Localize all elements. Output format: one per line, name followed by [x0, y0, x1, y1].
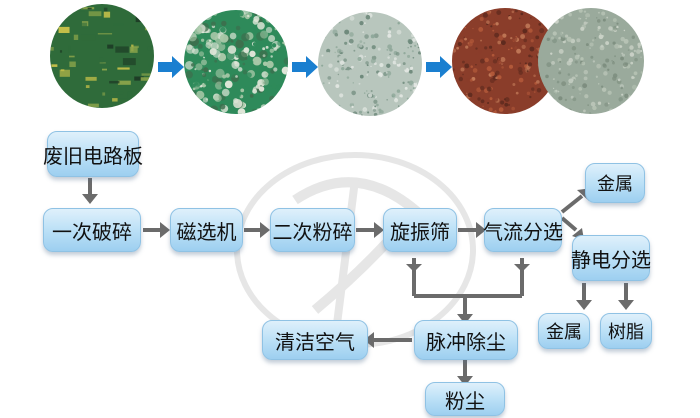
node-primary-crush: 一次破碎 [43, 208, 141, 252]
node-metal-top: 金属 [585, 163, 645, 203]
node-electrostatic-separation: 静电分选 [571, 235, 651, 281]
node-dust: 粉尘 [425, 382, 505, 416]
node-air-separation: 气流分选 [483, 208, 563, 252]
blue-arrow-icon [292, 56, 318, 78]
node-secondary-crush: 二次粉碎 [270, 208, 355, 252]
node-clean-air: 清洁空气 [262, 320, 368, 360]
node-metal-bottom: 金属 [538, 313, 590, 349]
node-pulse-dust-removal: 脉冲除尘 [414, 320, 518, 360]
arrow-air-to-metal [560, 194, 584, 214]
node-vibrating-screen: 旋振筛 [383, 208, 457, 252]
node-magnetic-separator: 磁选机 [170, 208, 243, 252]
blue-arrow-icon [426, 56, 452, 78]
arrow-air-to-electrostatic [560, 216, 578, 232]
node-waste-board: 废旧电路板 [43, 131, 143, 177]
node-resin: 树脂 [600, 313, 652, 349]
photo-crushed-fragments [318, 12, 422, 116]
blue-arrow-icon [158, 56, 184, 78]
photo-arrows [158, 56, 452, 78]
